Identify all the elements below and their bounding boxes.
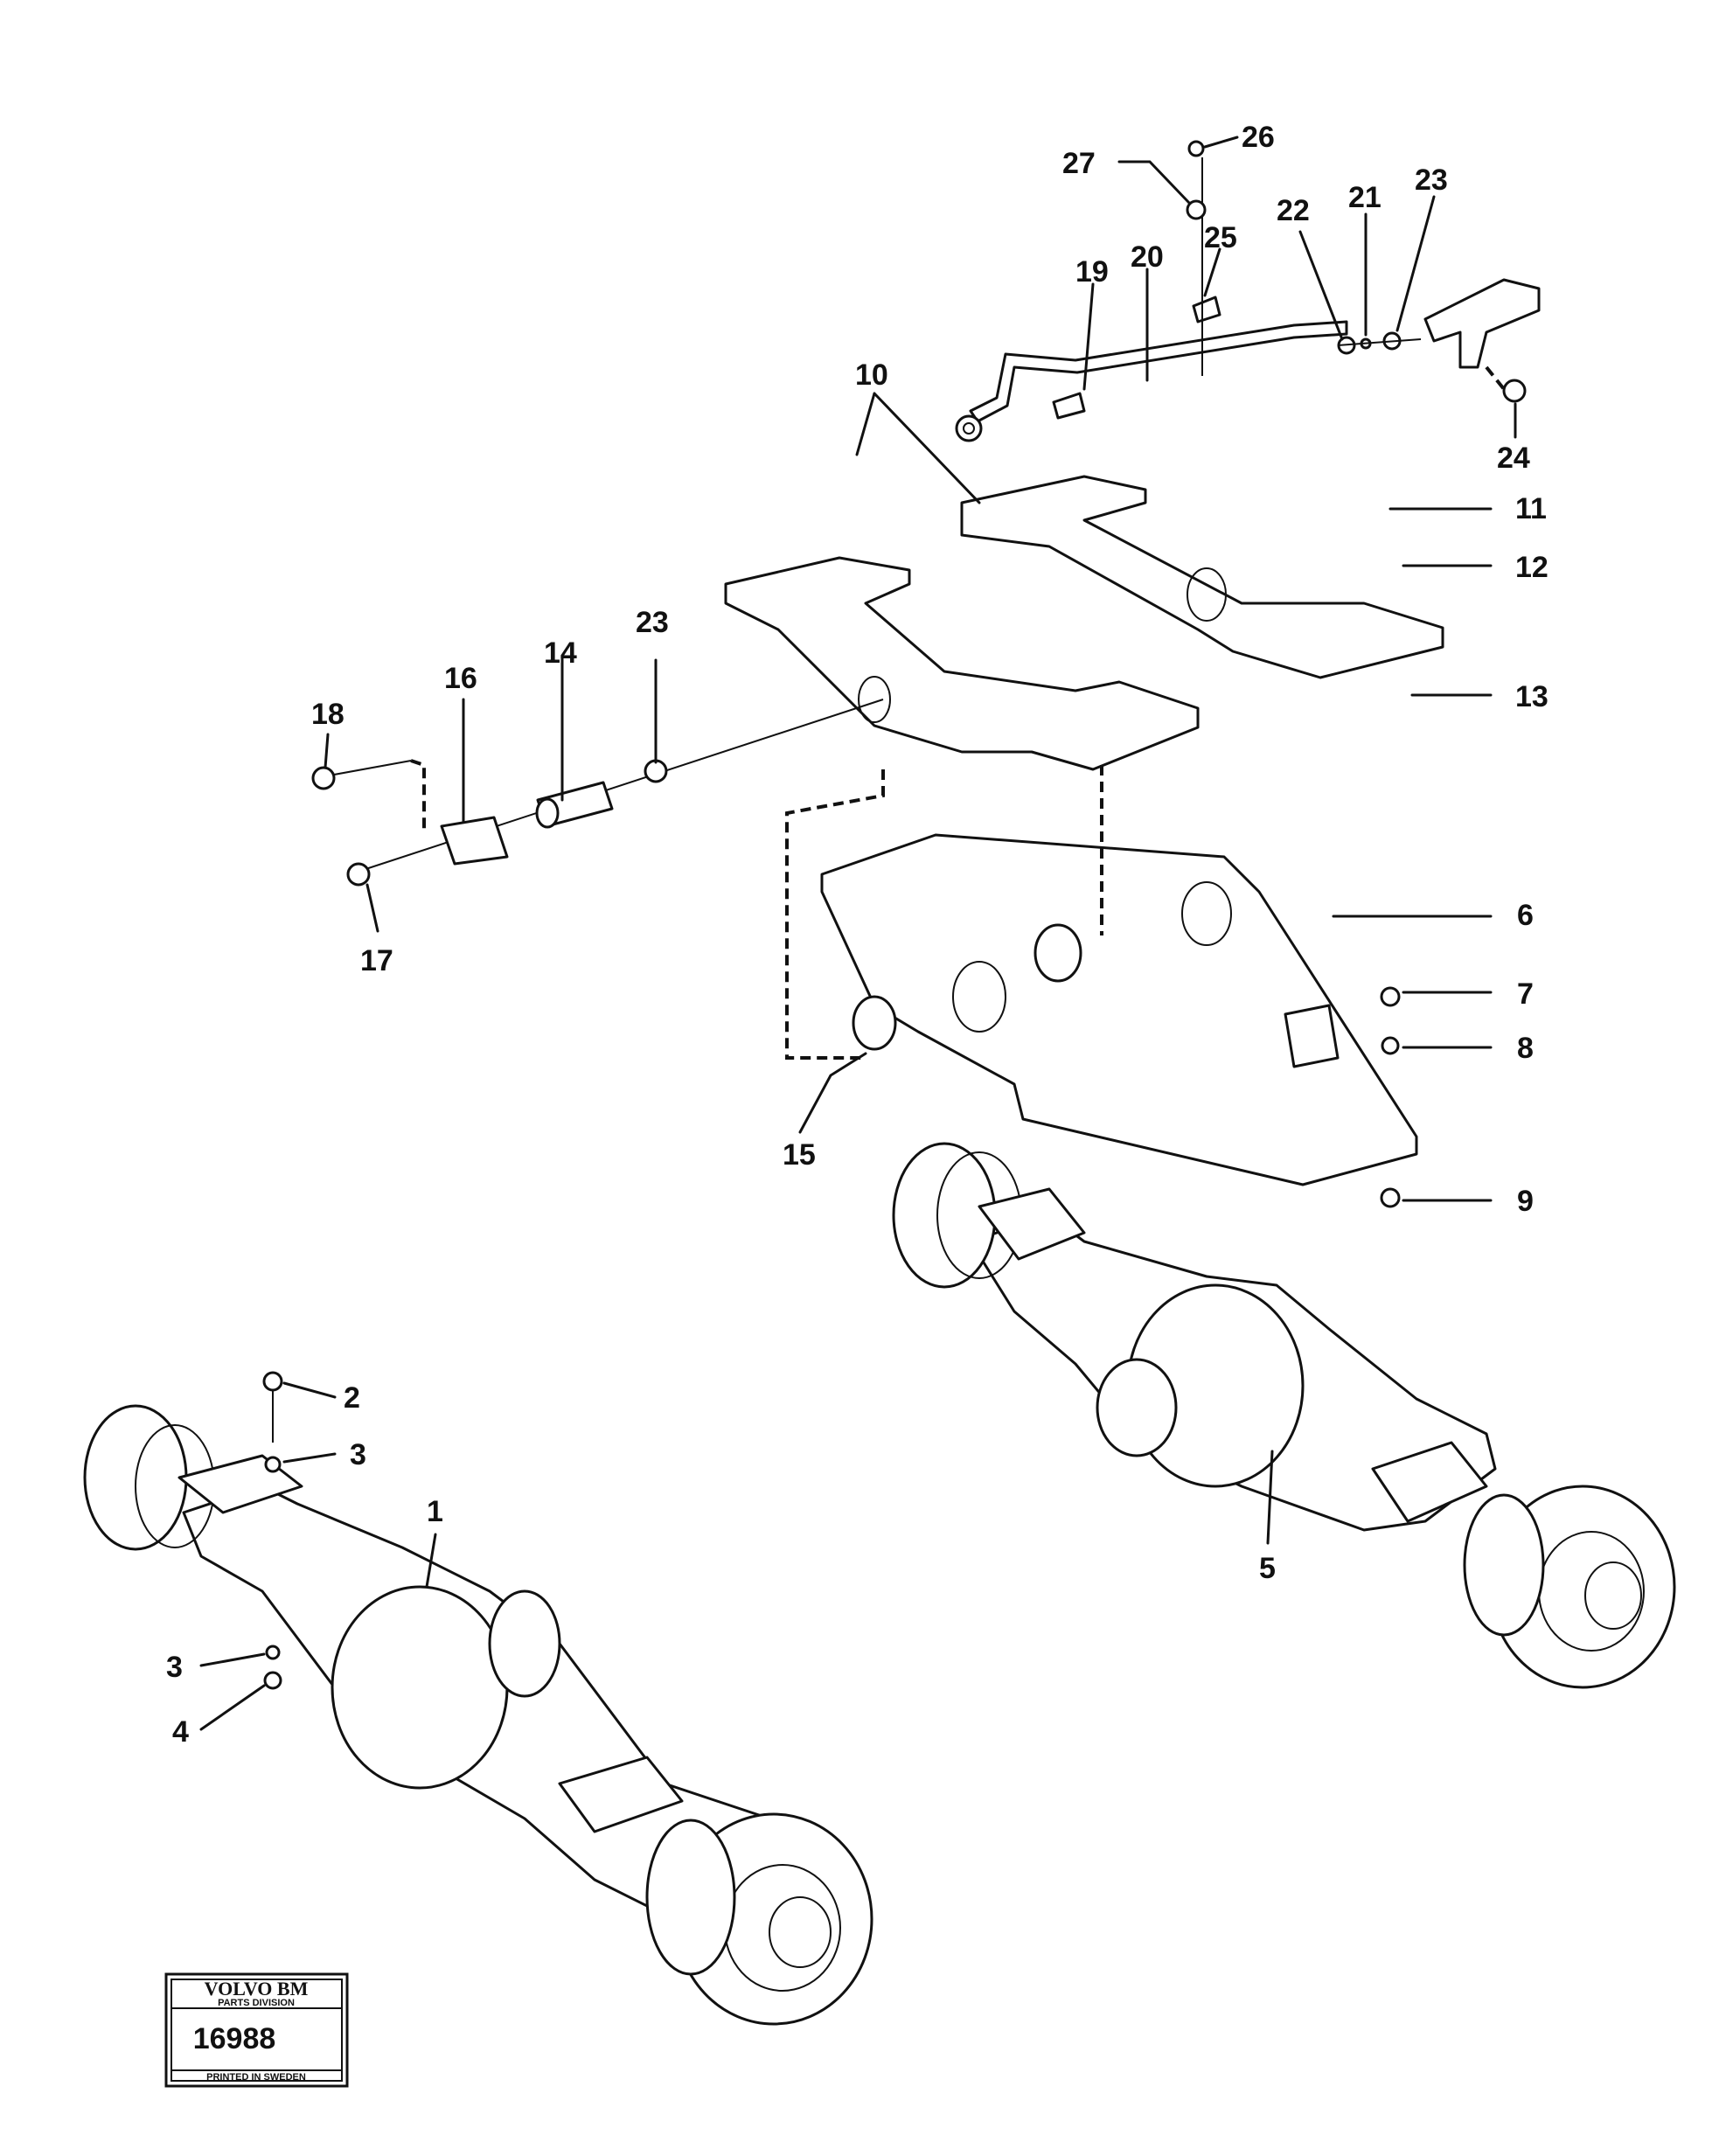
callout-14: 14 [544,636,577,670]
rear-axle [892,1142,1676,1689]
linkage-rod-assembly [955,140,1541,442]
callout-11: 11 [1515,492,1547,525]
callout-18: 18 [311,698,344,731]
stamp-brand: VOLVO BM [205,1978,309,2000]
callout-3-lower: 3 [166,1651,183,1684]
callout-17: 17 [360,944,393,977]
callout-16: 16 [444,662,477,695]
callout-19: 19 [1075,255,1109,289]
callout-22: 22 [1277,194,1310,227]
callout-2: 2 [344,1381,360,1415]
callout-3-upper: 3 [350,1438,366,1471]
upper-frame [724,475,1444,771]
callout-27: 27 [1062,147,1096,180]
callout-26: 26 [1242,121,1275,154]
callout-8: 8 [1517,1032,1534,1065]
parts-stamp: VOLVO BM PARTS DIVISION 16988 PRINTED IN… [164,1972,349,2088]
callout-7: 7 [1517,977,1534,1011]
callout-1: 1 [427,1495,443,1528]
pin-assembly [311,699,884,887]
stamp-division: PARTS DIVISION [218,1998,295,2008]
callout-24: 24 [1497,442,1530,475]
stamp-number: 16988 [193,2022,276,2055]
callout-13: 13 [1515,680,1548,713]
callout-10: 10 [855,358,888,392]
callout-20: 20 [1131,240,1164,274]
stamp-printed: PRINTED IN SWEDEN [206,2072,306,2083]
callout-15: 15 [783,1138,816,1172]
callout-25: 25 [1204,221,1237,254]
callout-4: 4 [172,1715,189,1749]
callout-9: 9 [1517,1185,1534,1218]
callout-23-mid: 23 [636,606,669,639]
callout-12: 12 [1515,551,1548,584]
front-axle [83,1371,873,2026]
callout-6: 6 [1517,899,1534,932]
callout-labels: 26 27 25 22 21 23 19 20 24 10 11 12 13 2… [166,121,1548,1749]
callout-21: 21 [1348,181,1381,214]
callout-5: 5 [1259,1552,1276,1585]
callout-23-top: 23 [1415,163,1448,197]
lower-bracket [785,765,1418,1208]
leader-lines [199,136,1517,1731]
